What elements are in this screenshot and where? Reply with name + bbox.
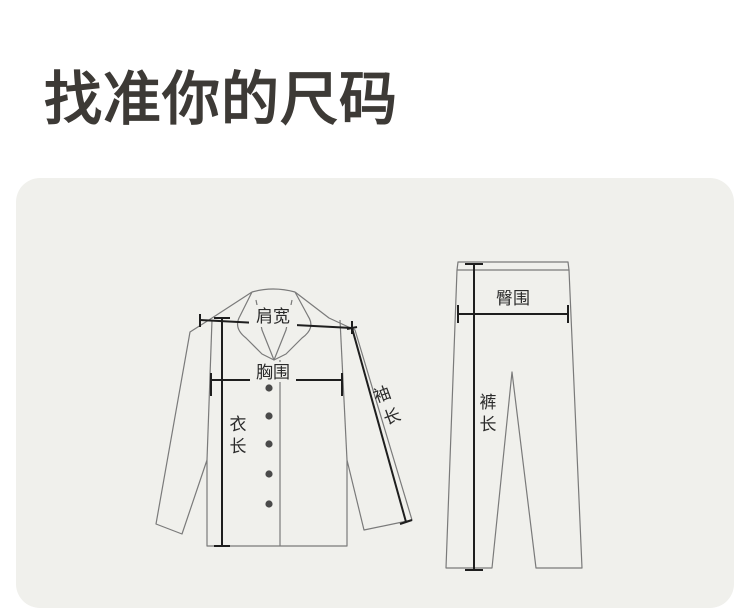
shoulder-label-bg	[249, 305, 297, 327]
sleeve-length-label-bottom: 长	[381, 405, 404, 430]
sleeve-length-measure	[346, 326, 413, 525]
shirt-button	[265, 440, 273, 448]
hip-label: 臀围	[496, 289, 530, 309]
size-guide-panel	[16, 178, 734, 608]
pants-illustration	[445, 261, 583, 569]
shirt-collar-back	[251, 288, 296, 293]
body-length-measure	[214, 317, 230, 547]
hip-measure	[457, 305, 569, 323]
shirt-button	[265, 412, 273, 420]
shirt-button	[265, 470, 273, 478]
hip-label-bg	[490, 288, 536, 308]
pants-length-measure	[465, 263, 483, 571]
shirt-button	[265, 384, 273, 392]
body-length-label-top: 衣	[230, 415, 247, 435]
shirt-collar-left	[236, 291, 275, 361]
shirt-sleeve-right-seam	[339, 319, 348, 461]
shoulder-label: 肩宽	[256, 307, 290, 327]
shirt-buttons	[265, 384, 273, 508]
pants-length-label-bottom: 长	[480, 415, 497, 435]
shirt-button	[265, 500, 273, 508]
chest-label: 胸围	[256, 363, 290, 383]
shirt-sleeve-left-seam	[206, 319, 213, 461]
pants-outline	[445, 269, 583, 569]
shirt-illustration	[155, 288, 413, 547]
pants-length-label-top: 裤	[480, 393, 497, 413]
sleeve-length-label-top: 袖	[371, 383, 394, 408]
shirt-outline	[155, 291, 413, 547]
chest-label-bg	[250, 362, 296, 382]
body-length-label-bottom: 长	[230, 437, 247, 457]
page-title: 找准你的尺码	[44, 65, 399, 133]
shirt-collar-right	[273, 291, 312, 361]
